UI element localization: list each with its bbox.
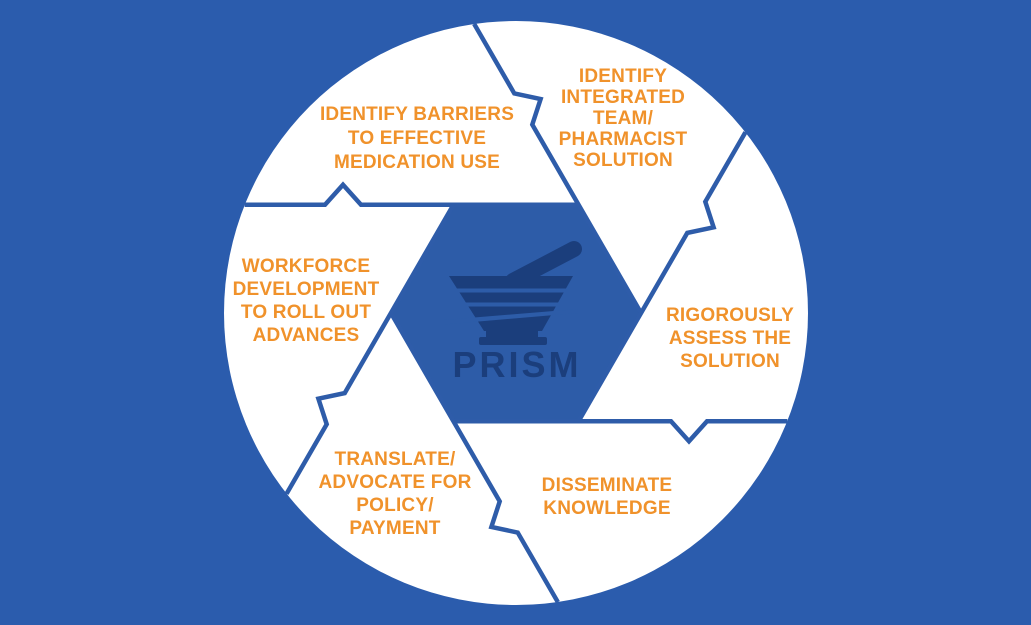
bowl-stripe-diagonal (444, 309, 578, 325)
bowl-stripe (444, 302, 578, 307)
label-rigorously-assess: RIGOROUSLY ASSESS THE SOLUTION (666, 305, 794, 372)
pestle-icon (505, 241, 582, 289)
mortar-foot (486, 331, 538, 337)
bowl-stripe (444, 288, 578, 293)
mortar-and-pestle-icon (444, 241, 582, 345)
label-identify-barriers: IDENTIFY BARRIERS TO EFFECTIVE MEDICATIO… (319, 104, 515, 173)
label-translate-advocate: TRANSLATE/ ADVOCATE FOR POLICY/ PAYMENT (318, 449, 472, 539)
label-workforce-development: WORKFORCE DEVELOPMENT TO ROLL OUT ADVANC… (232, 256, 380, 346)
mortar-base (479, 337, 547, 345)
label-identify-integrated-team: IDENTIFY INTEGRATED TEAM/ PHARMACIST SOL… (558, 66, 688, 171)
label-disseminate-knowledge: DISSEMINATE KNOWLEDGE (541, 475, 673, 519)
brand-title: PRISM (452, 344, 582, 385)
